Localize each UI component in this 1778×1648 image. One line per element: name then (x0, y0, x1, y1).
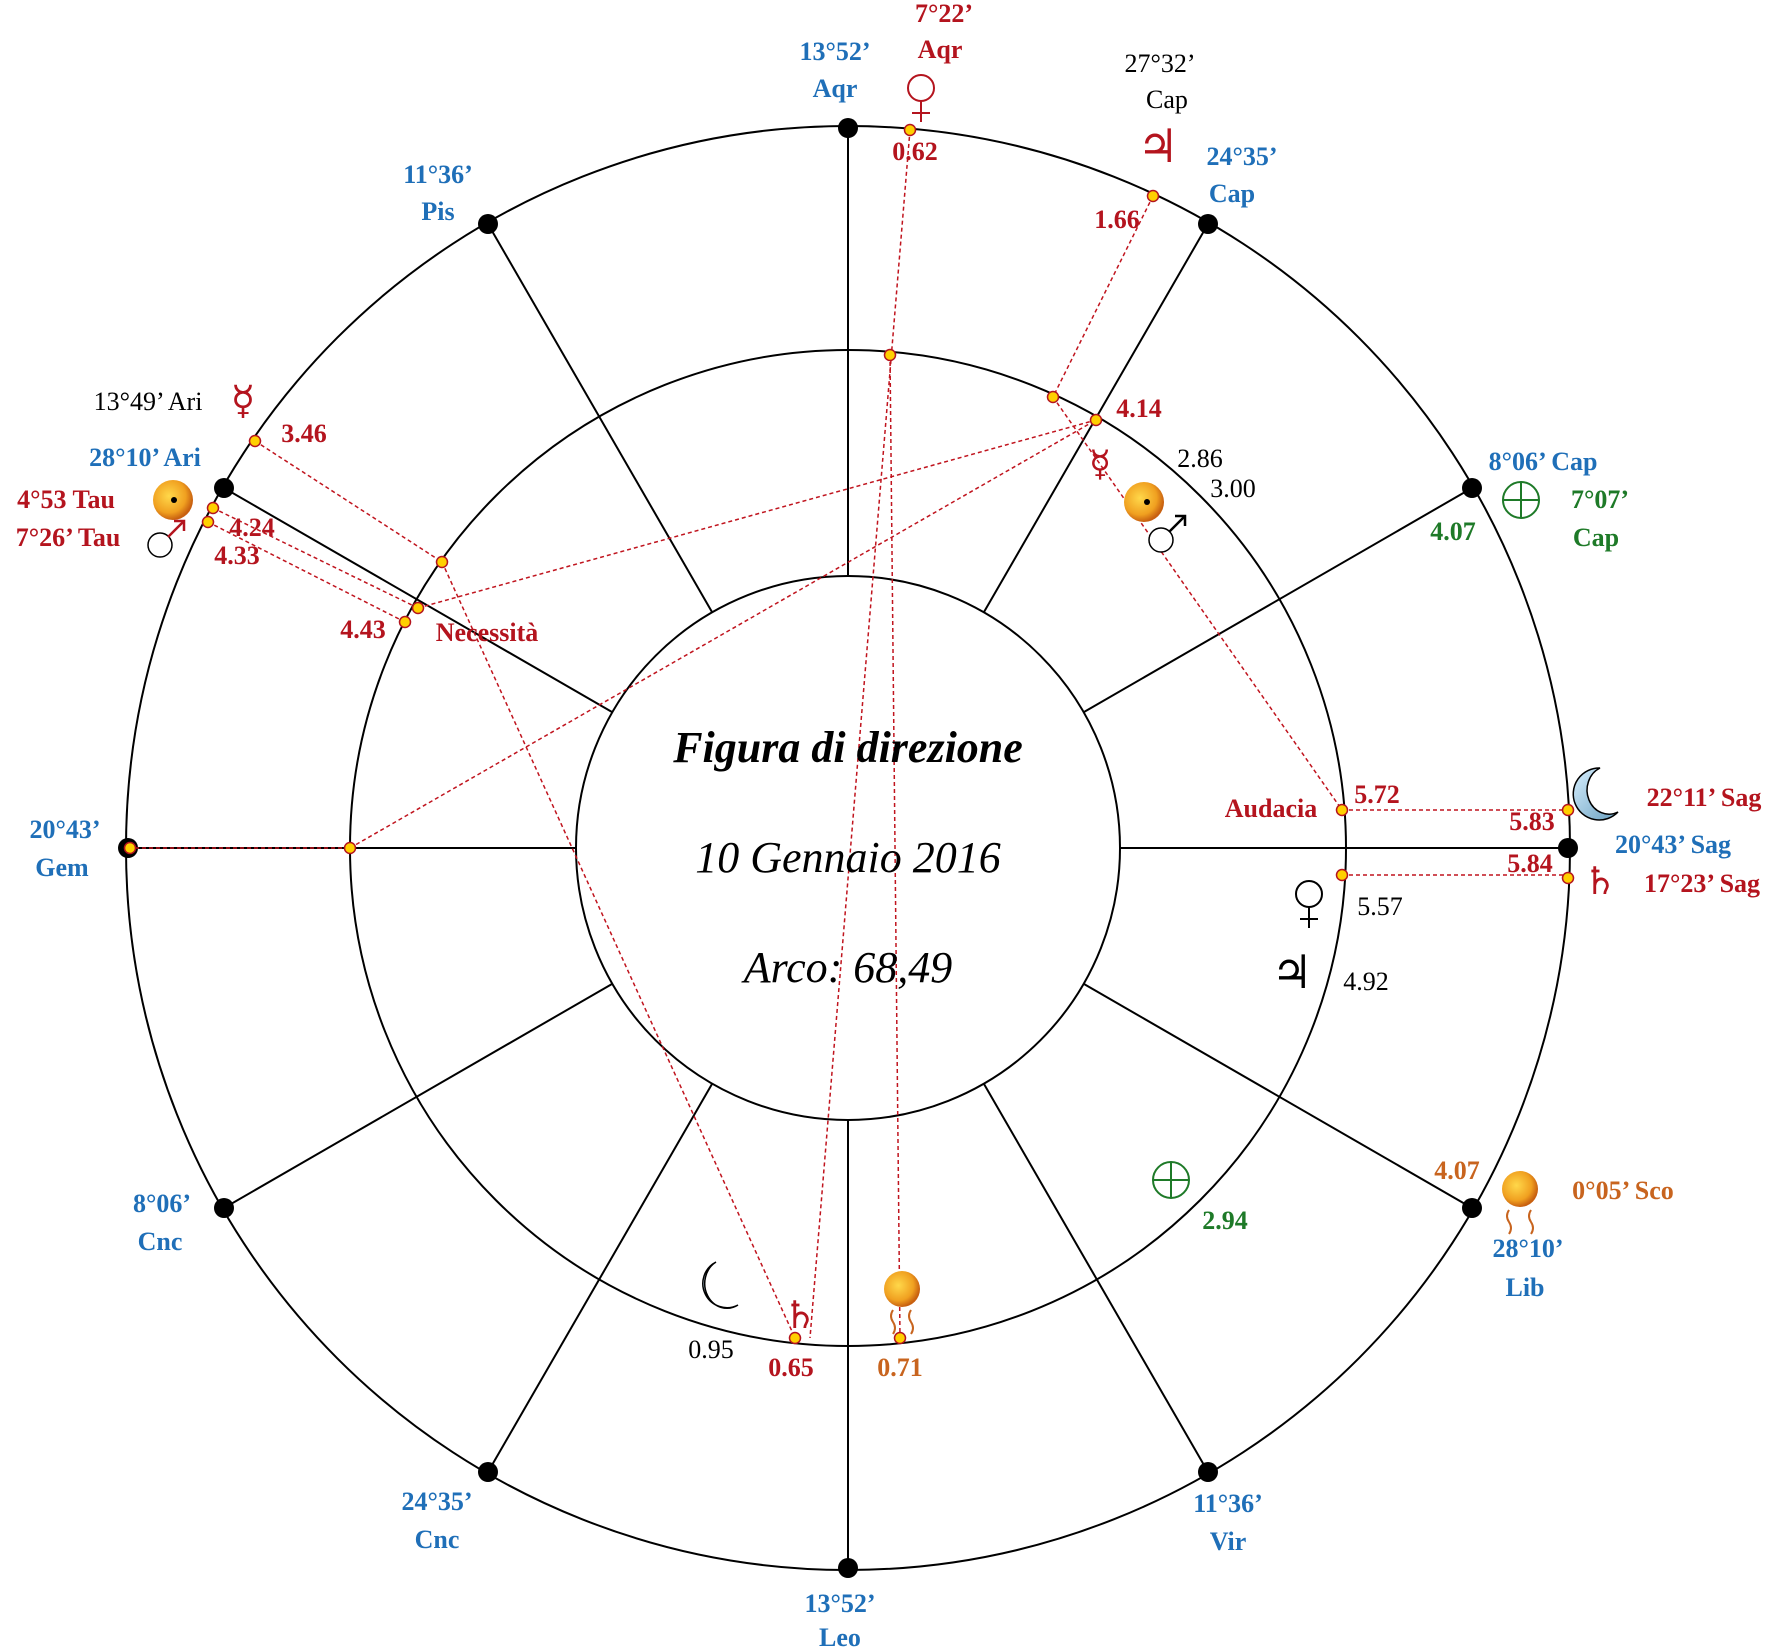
inner-value-300: 3.00 (1210, 474, 1256, 503)
sun-icon (1124, 482, 1164, 522)
mercury-icon: ☿ (1089, 444, 1111, 485)
saturn-right-label: 17°23’ Sag (1644, 869, 1760, 898)
part-of-fortune-icon (1502, 481, 1540, 519)
jupiter-icon: ♃ (1271, 945, 1312, 999)
node-right-value: 4.07 (1434, 1156, 1480, 1185)
mercury-icon: ☿ (231, 378, 256, 424)
part-of-fortune-icon (1152, 1161, 1190, 1199)
south-node-icon (1502, 1171, 1538, 1235)
inner-value-414: 4.14 (1116, 394, 1162, 423)
moon-right-value: 5.83 (1509, 807, 1555, 836)
cusp-label-deg: 24°35’ (1206, 142, 1277, 171)
moon-right-label: 22°11’ Sag (1647, 783, 1762, 812)
cusp-label-deg: 8°06’ Cap (1489, 447, 1598, 476)
cusp-marker (838, 118, 858, 138)
cusp-marker (214, 1198, 234, 1218)
necessita-label: Necessità (436, 618, 539, 647)
cusp-marker (478, 1462, 498, 1482)
cusp-marker (1198, 214, 1218, 234)
venus-icon (1295, 880, 1323, 928)
saturn-icon: ♄ (783, 1293, 817, 1337)
junction-dots (123, 123, 1575, 1345)
venus-top-deg: 7°22’ (915, 0, 973, 28)
venus-top-value: 0.62 (892, 137, 938, 166)
fortune-right-value: 4.07 (1430, 517, 1476, 546)
cusp-label-sign: Lib (1505, 1273, 1544, 1302)
cusp-marker (1462, 478, 1482, 498)
cusp-label-deg: 13°52’ (799, 37, 870, 66)
moon-icon (1572, 767, 1619, 821)
mars-left-value: 4.33 (214, 541, 260, 570)
mars-left-label: 7°26’ Tau (16, 523, 121, 552)
jupiter-icon: ♃ (1137, 119, 1178, 173)
sun-left-label: 4°53 Tau (17, 485, 115, 514)
moon-bottom-value: 0.95 (688, 1335, 734, 1364)
fortune-right-deg: 7°07’ (1571, 485, 1629, 514)
cusp-marker (1462, 1198, 1482, 1218)
inner-value-286: 2.86 (1177, 444, 1223, 473)
sun-left-value: 4.24 (229, 513, 275, 542)
saturn-bottom-value: 0.65 (768, 1353, 814, 1382)
cusp-marker (1198, 1462, 1218, 1482)
cusp-marker (1558, 838, 1578, 858)
mercury-left-value: 3.46 (281, 419, 327, 448)
cusp-label-deg: 24°35’ (401, 1487, 472, 1516)
audacia-label: Audacia (1225, 794, 1317, 823)
direction-lines (128, 129, 1568, 1339)
jupiter-top-sign: Cap (1146, 85, 1188, 114)
cusp-label-sign: Pis (421, 197, 454, 226)
sun-icon (153, 480, 193, 520)
node-right-label: 0°05’ Sco (1572, 1176, 1674, 1205)
cusp-label-deg: 13°52’ (804, 1589, 875, 1618)
node-bottom-value: 0.71 (877, 1353, 923, 1382)
jupiter-inner-value: 4.92 (1343, 967, 1389, 996)
chart-title: Figura di direzione (672, 723, 1023, 772)
cusp-label-sign: Gem (35, 853, 89, 882)
cusp-label-sign: Cnc (415, 1525, 460, 1554)
mercury-left-label: 13°49’ Ari (94, 387, 203, 416)
cusp-marker (214, 478, 234, 498)
fortune-inner-value: 2.94 (1202, 1206, 1248, 1235)
mars-icon (1148, 514, 1187, 553)
venus-top-sign: Aqr (918, 35, 963, 64)
house-spokes (128, 128, 1568, 1568)
mars-icon (147, 519, 186, 558)
saturn-right-value: 5.84 (1507, 849, 1553, 878)
cusp-label-sign: Cnc (138, 1227, 183, 1256)
saturn-icon: ♄ (1583, 859, 1617, 903)
cusp-label-deg: 11°36’ (1193, 1489, 1263, 1518)
cusp-label-sign: Cap (1209, 179, 1255, 208)
cusp-label-deg: 28°10’ (1492, 1234, 1563, 1263)
chart-date: 10 Gennaio 2016 (695, 833, 1001, 882)
venus-icon (907, 74, 935, 122)
cusp-label-deg: 20°43’ Sag (1615, 830, 1731, 859)
cusp-marker (838, 1558, 858, 1578)
cusp-label-sign: Leo (819, 1623, 861, 1648)
moon-icon (702, 1261, 739, 1309)
venus-inner-value: 5.57 (1357, 892, 1403, 921)
cusp-label-deg: 28°10’ Ari (89, 443, 201, 472)
cusp-label-deg: 11°36’ (403, 160, 473, 189)
chart-arc: Arco: 68,49 (741, 943, 953, 992)
cusp-label-deg: 8°06’ (133, 1189, 191, 1218)
audacia-value: 5.72 (1354, 780, 1400, 809)
necessita-value: 4.43 (340, 615, 386, 644)
fortune-right-sign: Cap (1573, 523, 1619, 552)
cusp-marker (478, 214, 498, 234)
jupiter-top-value: 1.66 (1094, 205, 1140, 234)
jupiter-top-deg: 27°32’ (1124, 49, 1195, 78)
cusp-label-deg: 20°43’ (29, 815, 100, 844)
cusp-label-sign: Aqr (813, 74, 858, 103)
south-node-icon (884, 1271, 920, 1335)
cusp-label-sign: Vir (1210, 1527, 1247, 1556)
